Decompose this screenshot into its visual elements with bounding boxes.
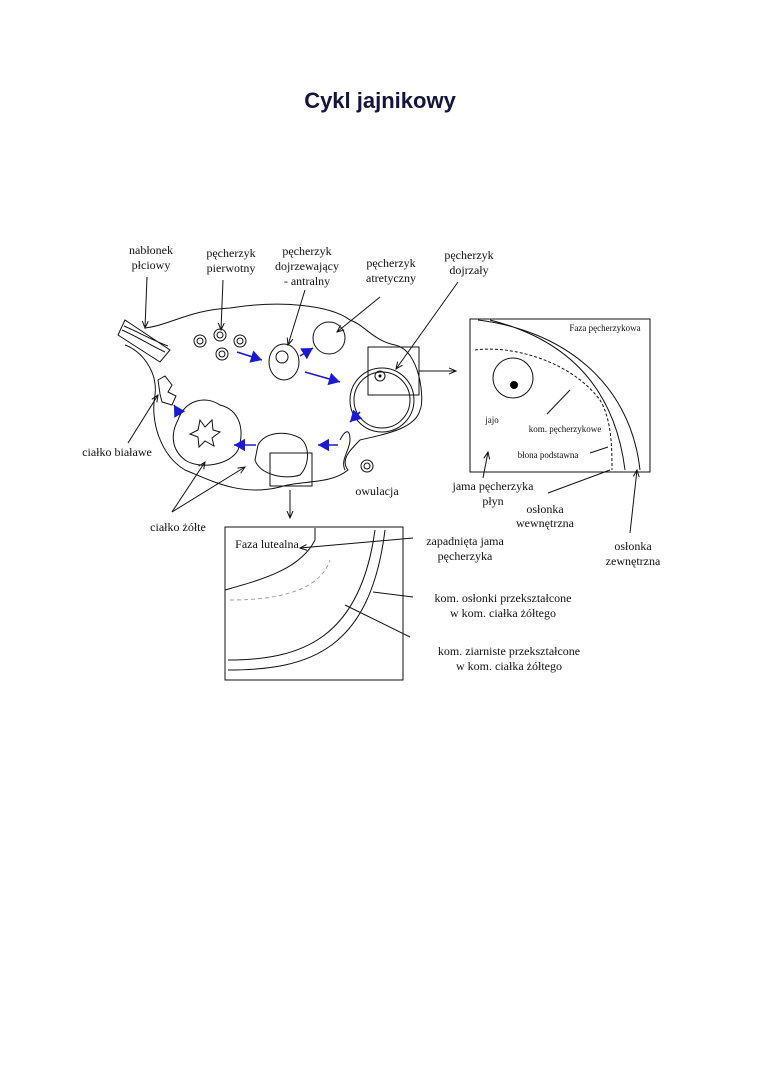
epithelium-duct (117, 319, 171, 363)
label-faza-lutealna: Faza lutealna (235, 537, 299, 551)
page-title: Cykl jajnikowy (304, 88, 456, 113)
luteal-phase-inset (224, 526, 404, 681)
corpus-luteum-2 (254, 432, 308, 478)
ovary-outline (124, 303, 423, 491)
corpus-luteum (172, 399, 242, 466)
label-cialko-bialawe: ciałko białawe (82, 445, 152, 459)
label-cialko-zolte: ciałko żółte (150, 520, 206, 534)
mature-follicle (349, 367, 415, 433)
antral-follicle (268, 343, 300, 381)
atretic-follicle (312, 321, 346, 355)
leader-lines (127, 276, 637, 638)
label-owulacja: owulacja (355, 484, 399, 498)
label-blona-podstawna: błona podstawna (518, 450, 579, 460)
cycle-arrows (173, 347, 363, 452)
follicular-phase-inset (469, 318, 651, 473)
label-kom-pecherzykowe: kom. pęcherzykowe (529, 424, 601, 434)
primordial-follicles (193, 328, 247, 361)
label-faza-pecherzykowa: Faza pęcherzykowa (569, 323, 640, 333)
luteal-zoom-box (269, 452, 313, 487)
ruptured-follicle (339, 431, 351, 471)
label-jajo: jajo (484, 415, 499, 425)
ovulated-oocyte (360, 459, 374, 473)
corpus-albicans (157, 375, 177, 406)
